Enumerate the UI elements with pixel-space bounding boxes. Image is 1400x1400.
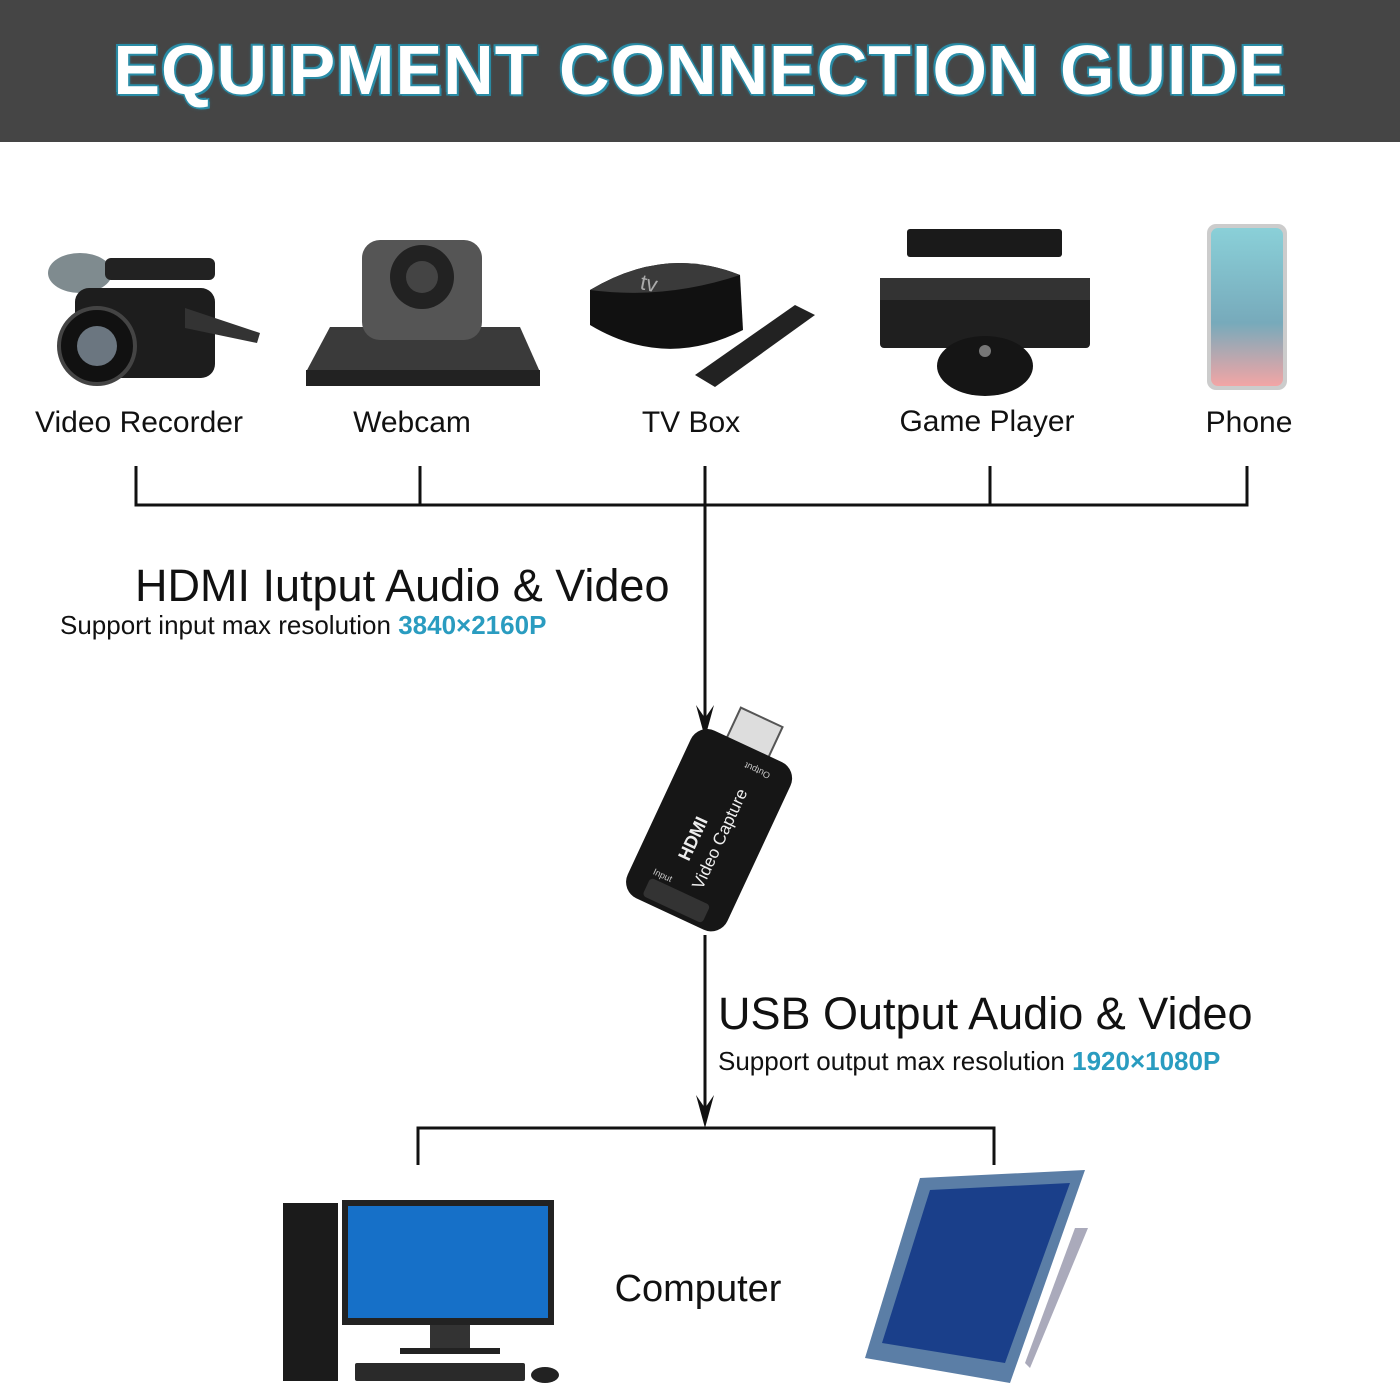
phone-icon xyxy=(1207,224,1287,390)
output-subtitle: Support output max resolution 1920×1080P xyxy=(718,1046,1220,1077)
input-subtitle-text: Support input max resolution xyxy=(60,610,391,640)
output-title: USB Output Audio & Video xyxy=(718,988,1253,1039)
output-resolution: 1920×1080P xyxy=(1072,1046,1221,1076)
page-title: EQUIPMENT CONNECTION GUIDE xyxy=(112,30,1287,111)
webcam-icon xyxy=(306,240,540,386)
video-recorder-icon xyxy=(48,253,260,386)
capture-card-icon: HDMI Video Capture Input Output xyxy=(626,706,793,932)
device-label-webcam: Webcam xyxy=(353,406,471,439)
svg-text:tv: tv xyxy=(638,269,660,297)
device-label-tv-box: TV Box xyxy=(641,406,741,439)
header-banner: EQUIPMENT CONNECTION GUIDE xyxy=(0,0,1400,142)
input-subtitle: Support input max resolution 3840×2160P xyxy=(60,610,546,641)
output-subtitle-text: Support output max resolution xyxy=(718,1046,1065,1076)
device-label-game-player: Game Player xyxy=(899,405,1075,438)
computer-label: Computer xyxy=(614,1268,782,1310)
device-label-phone: Phone xyxy=(1205,406,1293,439)
device-label-video-recorder: Video Recorder xyxy=(35,406,243,439)
input-resolution: 3840×2160P xyxy=(398,610,547,640)
tv-box-icon: tv xyxy=(590,263,815,387)
desktop-computer-icon xyxy=(283,1200,559,1383)
input-title: HDMI Iutput Audio & Video xyxy=(135,560,670,611)
game-console-icon xyxy=(880,229,1090,396)
tablet-icon xyxy=(865,1170,1088,1383)
